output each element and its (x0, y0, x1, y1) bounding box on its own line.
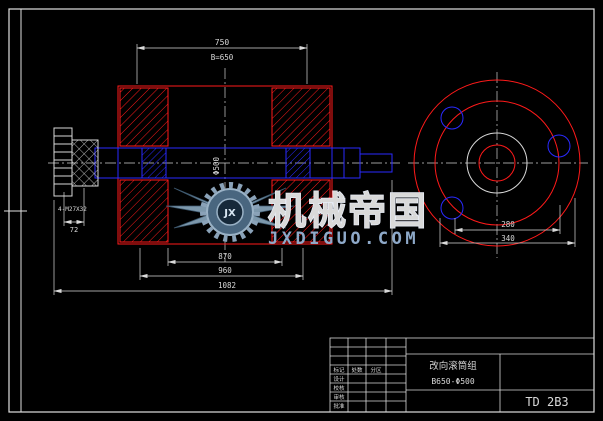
gear-monogram: JX (223, 208, 236, 219)
end-view: 280 340 (408, 72, 588, 258)
dim-span-mid: 960 (218, 266, 232, 275)
title-block: 改向滚筒组 B650-Φ500 TD 2B3 标记 处数 分区 设计 校核 审核… (329, 337, 595, 413)
shaft-bore-circle (478, 144, 516, 182)
bolt-hole-circle (547, 134, 571, 158)
label-audit: 审核 (333, 393, 345, 401)
watermark: JX 机械帝国 JXDIGUO.COM (165, 182, 428, 249)
shaft-outline (94, 147, 393, 179)
end-view-circles (413, 79, 581, 247)
end-view-centerlines (408, 72, 588, 258)
bolt-circle (434, 100, 560, 226)
gear-icon: JX (200, 182, 260, 242)
dim-top-width: 750 (215, 38, 230, 47)
label-design: 设计 (333, 375, 345, 383)
hub-hatch-right (285, 147, 311, 179)
title-block-grid (329, 337, 595, 413)
dim-end-inner: 280 (501, 220, 515, 229)
watermark-brand: 机械帝国 (268, 189, 428, 233)
dim-span-inner: 870 (218, 252, 232, 261)
part-spec: B650-Φ500 (431, 377, 475, 386)
dim-span-overall: 1082 (218, 281, 236, 290)
label-mark: 标记 (333, 366, 345, 374)
label-check: 校核 (333, 384, 345, 392)
bolt-plate (53, 127, 73, 197)
end-view-dimensions (439, 198, 576, 247)
bolt-hole-circle (440, 106, 464, 130)
gland-hatch (71, 139, 99, 187)
drawing-code: TD 2B3 (525, 395, 568, 409)
dim-end-outer: 340 (501, 234, 515, 243)
part-name: 改向滚筒组 (429, 360, 477, 372)
dim-bolt-note: 4-M27X32 (58, 206, 87, 213)
label-approve: 批准 (333, 402, 345, 410)
bolt-hole-circle (440, 196, 464, 220)
front-view-dimensions (53, 44, 393, 295)
front-view: 750 B=650 4-M27X32 72 870 960 1082 Φ500 (48, 38, 400, 295)
title-block-labels: 标记 处数 分区 设计 校核 审核 批准 (333, 366, 382, 410)
drawing-frame (4, 8, 595, 413)
label-count: 处数 (351, 366, 363, 374)
hub-hatch-left (141, 147, 167, 179)
watermark-site: JXDIGUO.COM (268, 229, 419, 249)
dim-hub-width: 72 (70, 226, 78, 234)
dim-drum-diameter: Φ500 (212, 156, 221, 175)
hub-circle (466, 132, 528, 194)
label-zone: 分区 (370, 366, 382, 374)
dim-width-note: B=650 (211, 53, 234, 62)
outer-rim-circle (413, 79, 581, 247)
